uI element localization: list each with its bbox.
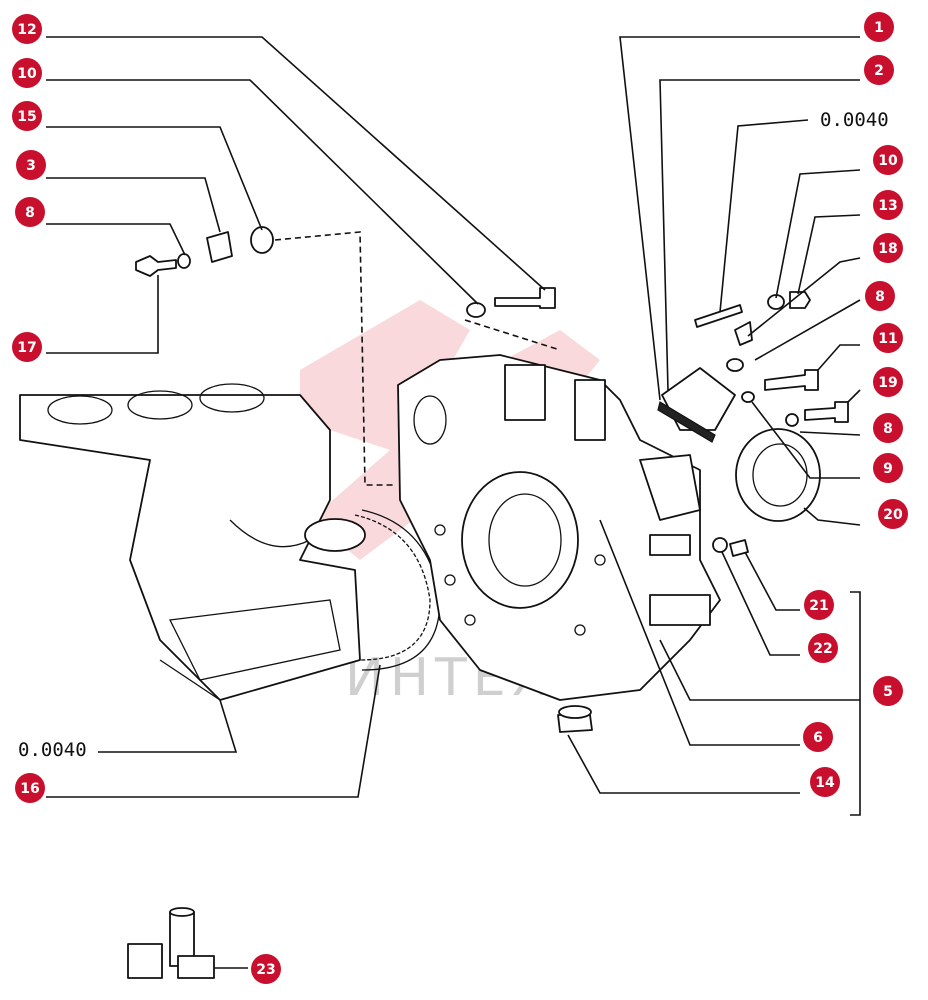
callout-19[interactable]: 19 [873,367,903,397]
callout-11[interactable]: 11 [873,323,903,353]
svg-text:16: 16 [20,781,39,797]
code-label-top-right: 0.0040 [820,109,889,131]
callout-5[interactable]: 5 [873,676,903,706]
callout-12[interactable]: 12 [12,14,42,44]
callout-17[interactable]: 17 [12,332,42,362]
flywheel-housing [397,354,721,701]
svg-text:9: 9 [883,461,893,477]
leader-lines [46,36,861,969]
callout-8-right-top[interactable]: 8 [865,281,895,311]
svg-text:8: 8 [875,289,885,305]
callout-6[interactable]: 6 [803,722,833,752]
svg-text:15: 15 [17,109,36,125]
callout-18[interactable]: 18 [873,233,903,263]
svg-text:18: 18 [878,241,897,257]
callout-1[interactable]: 1 [864,12,894,42]
svg-text:19: 19 [878,375,897,391]
svg-text:12: 12 [17,22,36,38]
cover-plate [657,367,736,443]
callout-8-left[interactable]: 8 [15,197,45,227]
bolt-set [466,287,849,557]
callout-13[interactable]: 13 [873,190,903,220]
callout-2[interactable]: 2 [864,55,894,85]
svg-text:8: 8 [25,205,35,221]
callout-21[interactable]: 21 [804,590,834,620]
callout-16[interactable]: 16 [15,773,45,803]
svg-text:10: 10 [878,153,898,169]
callout-20[interactable]: 20 [878,499,908,529]
svg-text:10: 10 [17,66,37,82]
svg-text:14: 14 [815,775,835,791]
svg-text:8: 8 [883,421,893,437]
svg-text:21: 21 [809,598,828,614]
sensor-parts [135,226,274,277]
oil-seal [735,428,821,522]
svg-text:6: 6 [813,730,823,746]
svg-text:23: 23 [256,962,275,978]
callout-9[interactable]: 9 [873,453,903,483]
svg-text:22: 22 [813,641,832,657]
svg-text:17: 17 [17,340,36,356]
callout-10-right[interactable]: 10 [873,145,903,175]
callout-3[interactable]: 3 [16,150,46,180]
sealant-kit [127,907,215,979]
callout-8-right-bottom[interactable]: 8 [873,413,903,443]
callout-15[interactable]: 15 [12,101,42,131]
svg-text:11: 11 [878,331,897,347]
callout-14[interactable]: 14 [810,767,840,797]
callout-22[interactable]: 22 [808,633,838,663]
callout-10-left[interactable]: 10 [12,58,42,88]
code-label-left: 0.0040 [18,739,87,761]
callout-23[interactable]: 23 [251,954,281,984]
svg-text:5: 5 [883,684,893,700]
svg-text:20: 20 [883,507,903,523]
svg-text:3: 3 [26,158,36,174]
svg-text:1: 1 [874,20,884,36]
svg-text:13: 13 [878,198,897,214]
drain-plug [557,705,593,733]
svg-text:2: 2 [874,63,884,79]
engine-block [19,383,361,701]
